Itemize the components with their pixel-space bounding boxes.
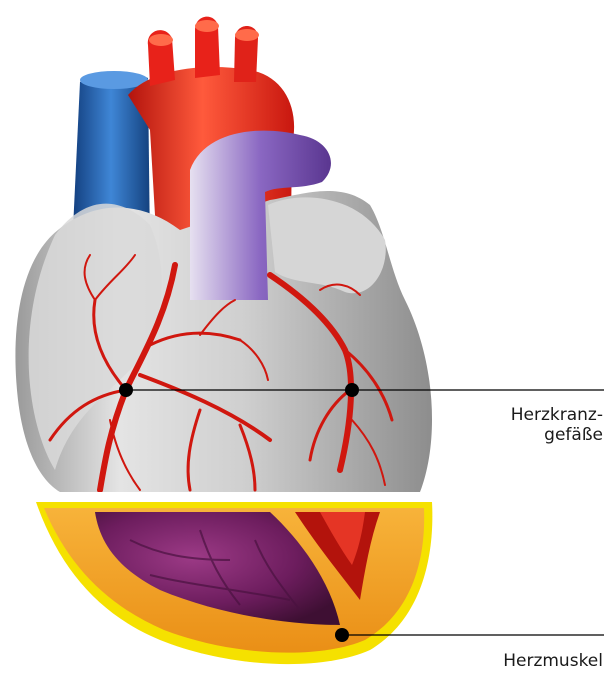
marker-muscle xyxy=(335,628,349,642)
label-heart-muscle: Herzmuskel xyxy=(503,651,603,671)
label-coronary-vessels: Herzkranz- gefäße xyxy=(511,405,603,445)
marker-coronary-left xyxy=(119,383,133,397)
marker-coronary-right xyxy=(345,383,359,397)
label-coronary-vessels-line1: Herzkranz- xyxy=(511,405,603,425)
heart-muscle-section xyxy=(36,502,432,664)
section-cut-line xyxy=(30,492,430,498)
label-coronary-vessels-line2: gefäße xyxy=(511,425,603,445)
